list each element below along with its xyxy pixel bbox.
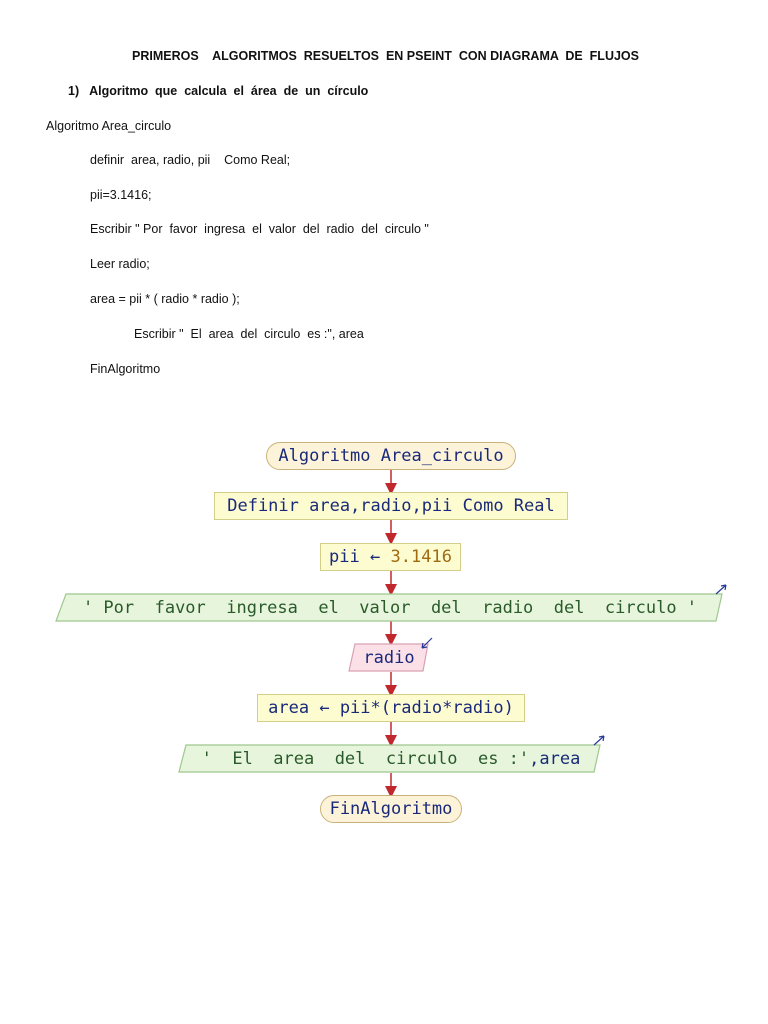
- flow-output1-node: ' Por favor ingresa el valor del radio d…: [82, 597, 698, 618]
- section-heading: 1) Algoritmo que calcula el área de un c…: [68, 84, 369, 98]
- input-arrow-icon: [421, 637, 433, 649]
- flow-define-node: Definir area,radio,pii Como Real: [214, 492, 568, 520]
- flow-input-node: radio: [363, 647, 415, 668]
- assign-arrow: ←: [370, 547, 381, 567]
- output1-shape: [55, 593, 723, 622]
- code-line-assign: pii=3.1416;: [90, 188, 152, 202]
- code-header: Algoritmo Area_circulo: [46, 119, 172, 133]
- code-line-compute: area = pii * ( radio * radio );: [90, 292, 240, 306]
- document-title: PRIMEROS ALGORITMOS RESUELTOS EN PSEINT …: [132, 49, 639, 63]
- code-line-write1: Escribir " Por favor ingresa el valor de…: [90, 222, 429, 236]
- flow-output2-node: ' El area del circulo es :',area: [184, 745, 598, 772]
- output-arrow-icon: [715, 584, 727, 595]
- code-line-write2: Escribir " El area del circulo es :", ar…: [134, 327, 364, 341]
- code-line-read: Leer radio;: [90, 257, 150, 271]
- flow-assign-node: pii ← 3.1416: [320, 543, 461, 571]
- output2-text: ' El area del circulo es :': [201, 748, 530, 769]
- assign-var: pii: [329, 547, 360, 567]
- output-arrow-icon: [593, 735, 605, 746]
- flow-compute-node: area ← pii*(radio*radio): [257, 694, 525, 722]
- flow-end-node: FinAlgoritmo: [320, 795, 462, 823]
- code-line-end: FinAlgoritmo: [90, 362, 161, 376]
- output2-var: ,area: [529, 748, 581, 769]
- output2-shape: [178, 744, 601, 773]
- assign-value: 3.1416: [390, 547, 452, 567]
- flow-start-node: Algoritmo Area_circulo: [266, 442, 516, 470]
- input-shape: [348, 643, 429, 672]
- code-line-define: definir area, radio, pii Como Real;: [90, 153, 291, 167]
